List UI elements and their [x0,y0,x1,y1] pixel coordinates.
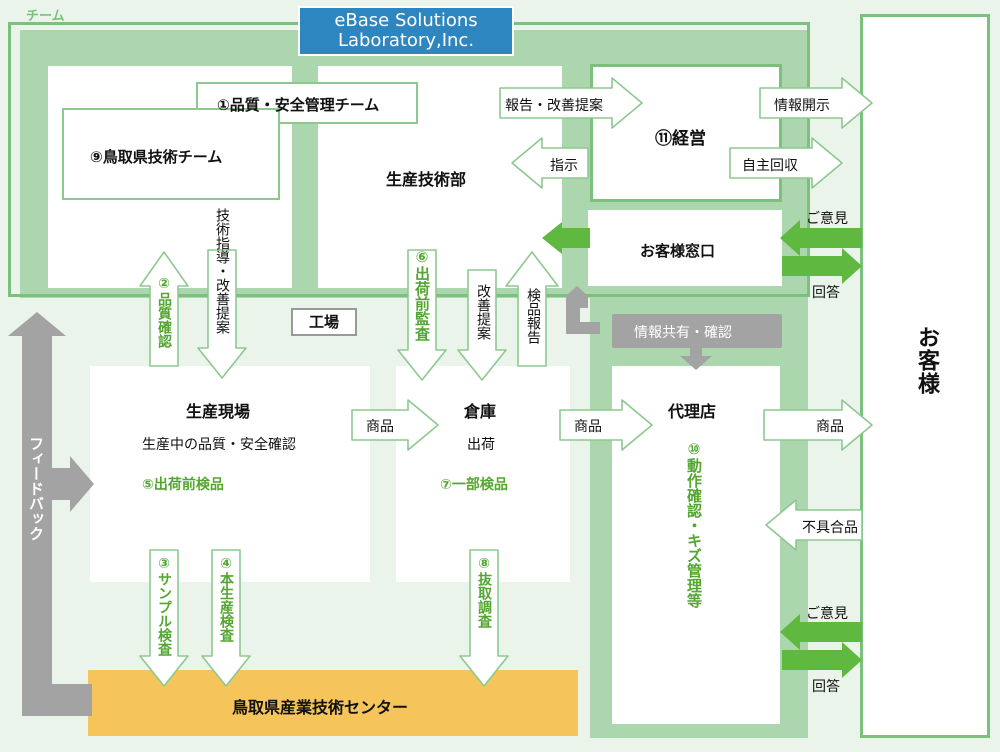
opinion-top-caption: ご意見 [806,211,848,227]
team-label: チーム [26,9,65,24]
warehouse-title: 倉庫 [464,402,497,421]
info-share-down-arrow [680,346,712,370]
inspect-report-caption: 検品報告 [525,288,541,344]
tottori-team-label: ⑨鳥取県技術チーム [90,148,223,166]
company-line2: Laboratory,Inc. [337,30,475,51]
instruct-caption: 指示 [550,158,578,174]
production-site-title: 生産現場 [186,402,251,421]
production-site-sub: 生産中の品質・安全確認 [142,437,296,453]
warehouse-sub: 出荷 [467,437,495,453]
goods3-arrow [763,399,873,451]
goods2-arrow [559,399,653,451]
feedback-arrow [8,312,92,716]
production-site-box [90,366,370,582]
answer-top-caption: 回答 [812,285,840,301]
warehouse-check: ⑦一部検品 [440,477,508,493]
improve-arrow [457,269,507,381]
disclose-caption: 情報開示 [774,98,830,114]
center-label: 鳥取県産業技術センター [232,698,409,717]
customer-window-box [588,210,782,286]
disclose-arrow [759,77,873,129]
sample-arrow [139,549,189,687]
opinion-top-arrow [780,220,862,256]
quality-check-caption: ②品質確認 [156,276,172,348]
answer-top-arrow [782,248,862,284]
company-line1: eBase Solutions [334,10,478,31]
main-prod-arrow [201,549,251,687]
recall-caption: 自主回収 [742,158,798,174]
improve-caption: 改善提案 [475,284,491,340]
goods3-caption: 商品 [816,419,844,435]
sampling-caption: ⑧抜取調査 [476,556,492,628]
answer-bottom-caption: 回答 [812,679,840,695]
defect-arrow [765,499,863,551]
answer-bottom-arrow [782,642,862,678]
tottori-team-box [62,108,280,200]
tech-guidance-caption: 技術指導・改善提案 [214,208,230,334]
customer-box [860,14,990,738]
opinion-bottom-arrow [780,614,862,650]
feedback-label: フィードバック [27,436,45,541]
sample-caption: ③サンプル検査 [156,556,172,656]
info-share-connector [566,286,600,334]
instruct-arrow [511,137,589,189]
info-share-label: 情報共有・確認 [634,325,732,341]
factory-label: 工場 [291,308,357,336]
warehouse-box [396,366,570,582]
goods1-arrow [351,399,439,451]
agency-note: ⑩動作確認・キズ管理等 [685,440,703,608]
opinion-bottom-caption: ご意見 [806,606,848,622]
company-badge: eBase Solutions Laboratory,Inc. [298,6,514,56]
agency-title: 代理店 [668,402,717,421]
quality-check-arrow [139,251,189,367]
report-arrow [499,77,643,129]
sampling-arrow [459,549,509,687]
center-bar [88,670,578,736]
recall-arrow [729,137,843,189]
tech-guidance-arrow [197,249,247,379]
preship-inspect-caption: ⑥出荷前監査 [413,248,431,341]
report-caption: 報告・改善提案 [505,98,603,114]
customer-label: お客様 [914,326,939,395]
defect-caption: 不具合品 [802,520,858,536]
quality-team-label: ①品質・安全管理チーム [217,96,380,114]
goods2-caption: 商品 [574,419,602,435]
production-dept-label: 生産技術部 [386,170,467,189]
goods1-caption: 商品 [366,419,394,435]
window-to-dept-arrow [542,222,590,254]
main-prod-caption: ④本生産検査 [218,556,234,642]
customer-window-label: お客様窓口 [640,242,716,260]
factory-label-text: 工場 [308,313,339,331]
production-site-check: ⑤出荷前検品 [142,477,224,493]
feedback-tip-arrow [52,456,94,512]
info-share-bar [612,314,782,348]
inspect-report-arrow [505,251,559,367]
preship-inspect-arrow [397,249,447,381]
management-label: ⑪経営 [655,129,706,149]
